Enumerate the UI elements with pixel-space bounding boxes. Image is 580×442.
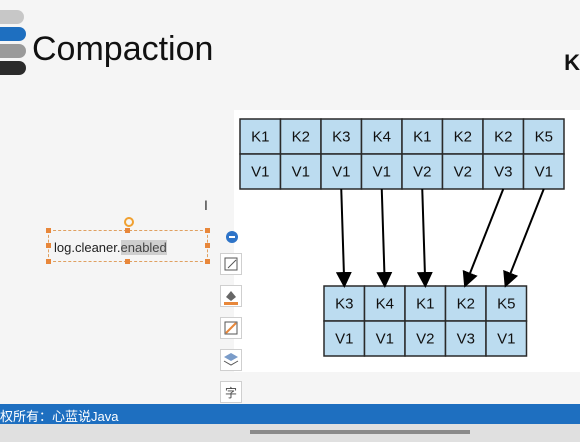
cell-label: V1	[335, 331, 353, 348]
cell-label: K2	[454, 129, 472, 146]
cell-label: K2	[494, 129, 512, 146]
cell-label: V1	[376, 331, 394, 348]
table-cell	[239, 153, 282, 190]
cell-label: V2	[454, 164, 472, 181]
table-cell	[522, 153, 565, 190]
edit-shape-icon[interactable]	[220, 253, 242, 275]
resize-handle[interactable]	[46, 259, 51, 264]
table-cell	[404, 285, 447, 322]
table-cell	[441, 153, 484, 190]
table-cell	[323, 320, 366, 357]
resize-handle[interactable]	[205, 228, 210, 233]
cell-label: V3	[494, 164, 512, 181]
table-cell	[444, 320, 487, 357]
table-cell	[360, 153, 403, 190]
cell-label: K1	[413, 129, 431, 146]
layers-icon[interactable]	[220, 349, 242, 371]
table-cell	[444, 285, 487, 322]
cell-label: K4	[373, 129, 391, 146]
resize-handle[interactable]	[205, 243, 210, 248]
bar-blue	[0, 27, 26, 41]
compaction-arrow	[416, 188, 433, 288]
table-cell	[485, 320, 528, 357]
cell-label: V2	[413, 164, 431, 181]
compaction-arrow	[503, 188, 545, 288]
textbox-text[interactable]: log.cleaner.enabled	[54, 240, 167, 255]
cell-label: V1	[292, 164, 310, 181]
text-cursor-icon: I	[204, 197, 208, 213]
cell-label: K1	[251, 129, 269, 146]
cell-label: V1	[251, 164, 269, 181]
fill-color-icon[interactable]	[220, 285, 242, 307]
slide-title: Compaction	[32, 30, 214, 68]
cell-label: V1	[373, 164, 391, 181]
bar-dark	[0, 61, 26, 75]
text-unselected: log.cleaner.	[54, 240, 121, 255]
resize-handle[interactable]	[205, 259, 210, 264]
cell-label: K4	[376, 296, 394, 313]
cell-label: V1	[332, 164, 350, 181]
bar-mid	[0, 44, 26, 58]
cell-label: V3	[457, 331, 475, 348]
status-bar	[0, 404, 580, 424]
text-style-icon[interactable]: 字	[220, 381, 242, 403]
cell-label: V1	[535, 164, 553, 181]
status-text: 权所有：心蓝说Java	[0, 409, 119, 424]
text-selection: enabled	[120, 240, 167, 255]
resize-handle[interactable]	[125, 228, 130, 233]
cell-label: K2	[457, 296, 475, 313]
cell-label: K5	[535, 129, 553, 146]
compaction-arrow	[335, 188, 352, 288]
resize-handle[interactable]	[125, 259, 130, 264]
table-cell	[323, 285, 366, 322]
table-cell	[441, 118, 484, 155]
table-cell	[522, 118, 565, 155]
cell-label: K2	[292, 129, 310, 146]
cell-label: K5	[497, 296, 515, 313]
decorative-bars	[0, 10, 28, 78]
cell-label: K3	[335, 296, 353, 313]
table-cell	[363, 320, 406, 357]
line-color-icon[interactable]	[220, 317, 242, 339]
bottom-scrollbar[interactable]	[0, 424, 580, 442]
table-cell	[279, 153, 322, 190]
cell-label: V1	[497, 331, 515, 348]
svg-text:字: 字	[225, 385, 237, 400]
rotate-handle-icon[interactable]	[124, 217, 134, 227]
remove-icon[interactable]	[226, 231, 238, 243]
bar-gray	[0, 10, 24, 24]
cell-label: K3	[332, 129, 350, 146]
compaction-arrow	[462, 188, 505, 288]
logo-icon: K	[564, 50, 580, 75]
resize-handle[interactable]	[46, 228, 51, 233]
cell-label: K1	[416, 296, 434, 313]
resize-handle[interactable]	[46, 243, 51, 248]
compaction-arrow	[376, 188, 393, 288]
compaction-arrows	[335, 188, 545, 288]
cell-label: V2	[416, 331, 434, 348]
